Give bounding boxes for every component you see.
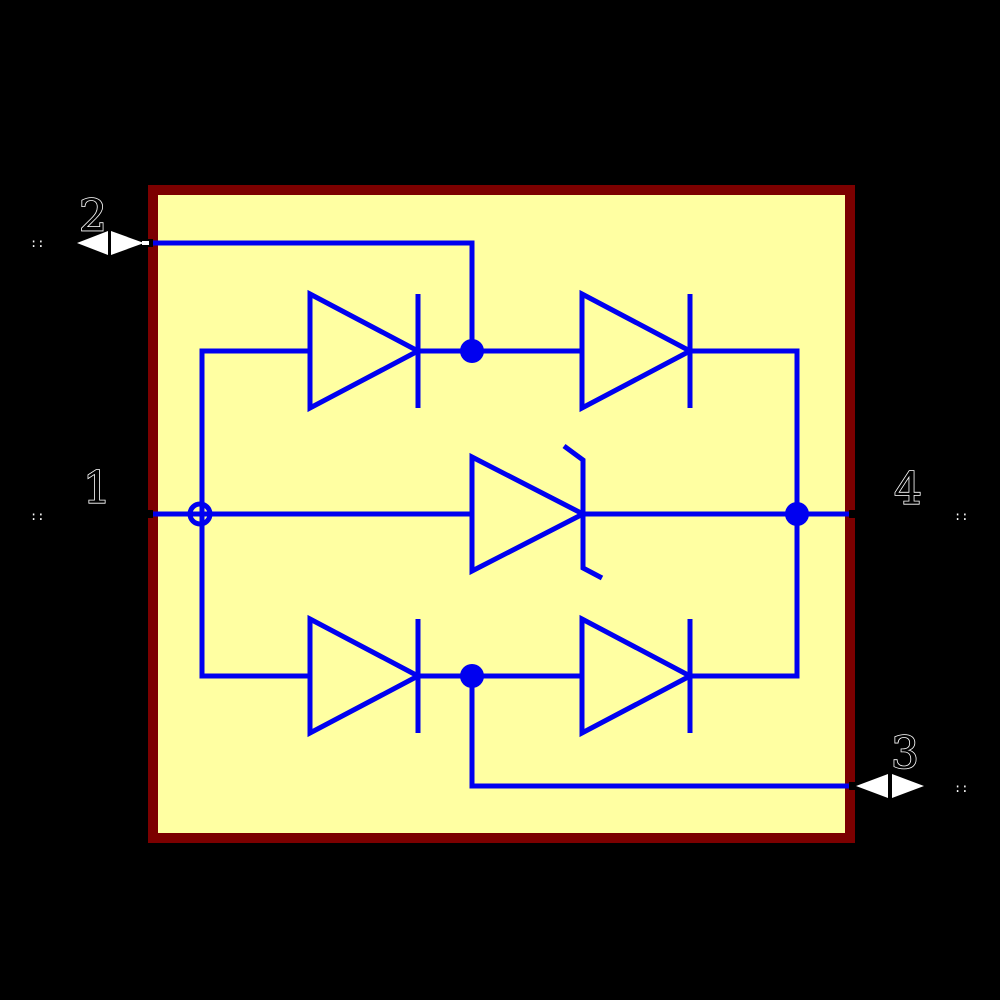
diode-middle-zener[interactable]	[469, 443, 604, 581]
pin2-arrow-stub	[142, 241, 149, 245]
pin-4[interactable]: 4 ::	[893, 463, 968, 523]
pin1-border-notch	[144, 510, 153, 518]
pin2-arrow-left-icon[interactable]	[77, 231, 108, 255]
pin-3[interactable]: 3 ::	[856, 727, 968, 798]
pin3-border-notch	[849, 782, 858, 790]
pin4-border-notch	[849, 510, 858, 518]
pin-1[interactable]: 1 ::	[30, 462, 112, 523]
pin2-arrow-right-icon[interactable]	[111, 231, 144, 255]
pin3-tick-marks: ::	[954, 781, 968, 795]
diode-bottom-right-triangle[interactable]	[579, 614, 696, 738]
pin2-tick-marks: ::	[30, 236, 44, 250]
pin3-number-label: 3	[891, 728, 919, 779]
wire-bottom-branch-to-pin3[interactable]	[469, 678, 853, 789]
pin3-arrow-right-icon[interactable]	[892, 774, 924, 798]
diode-bottom-left[interactable]	[307, 614, 424, 738]
diode-bottom-right[interactable]	[579, 614, 696, 738]
pin2-number-label: 2	[79, 191, 107, 242]
pin-2[interactable]: 2 ::	[30, 190, 149, 255]
junction-dot-right	[785, 502, 809, 526]
diode-top-right-triangle[interactable]	[579, 289, 696, 413]
pin3-arrow-left-icon[interactable]	[856, 774, 888, 798]
pin4-number-label: 4	[894, 464, 922, 515]
pin4-tick-marks: ::	[954, 509, 968, 523]
junction-ring-left	[187, 501, 213, 527]
diode-top-right[interactable]	[579, 289, 696, 413]
diode-middle-zener-cathode-bar[interactable]	[562, 443, 604, 581]
diode-top-left[interactable]	[307, 289, 424, 413]
pin1-number-label: 1	[83, 463, 111, 514]
diode-middle-triangle[interactable]	[469, 452, 589, 576]
junction-dot-bottom	[460, 664, 484, 688]
diode-bottom-left-triangle[interactable]	[307, 614, 424, 738]
diode-top-left-triangle[interactable]	[307, 289, 424, 413]
pin1-tick-marks: ::	[30, 509, 44, 523]
wire-pin2-to-top-branch[interactable]	[150, 240, 475, 349]
junction-dot-top	[460, 339, 484, 363]
